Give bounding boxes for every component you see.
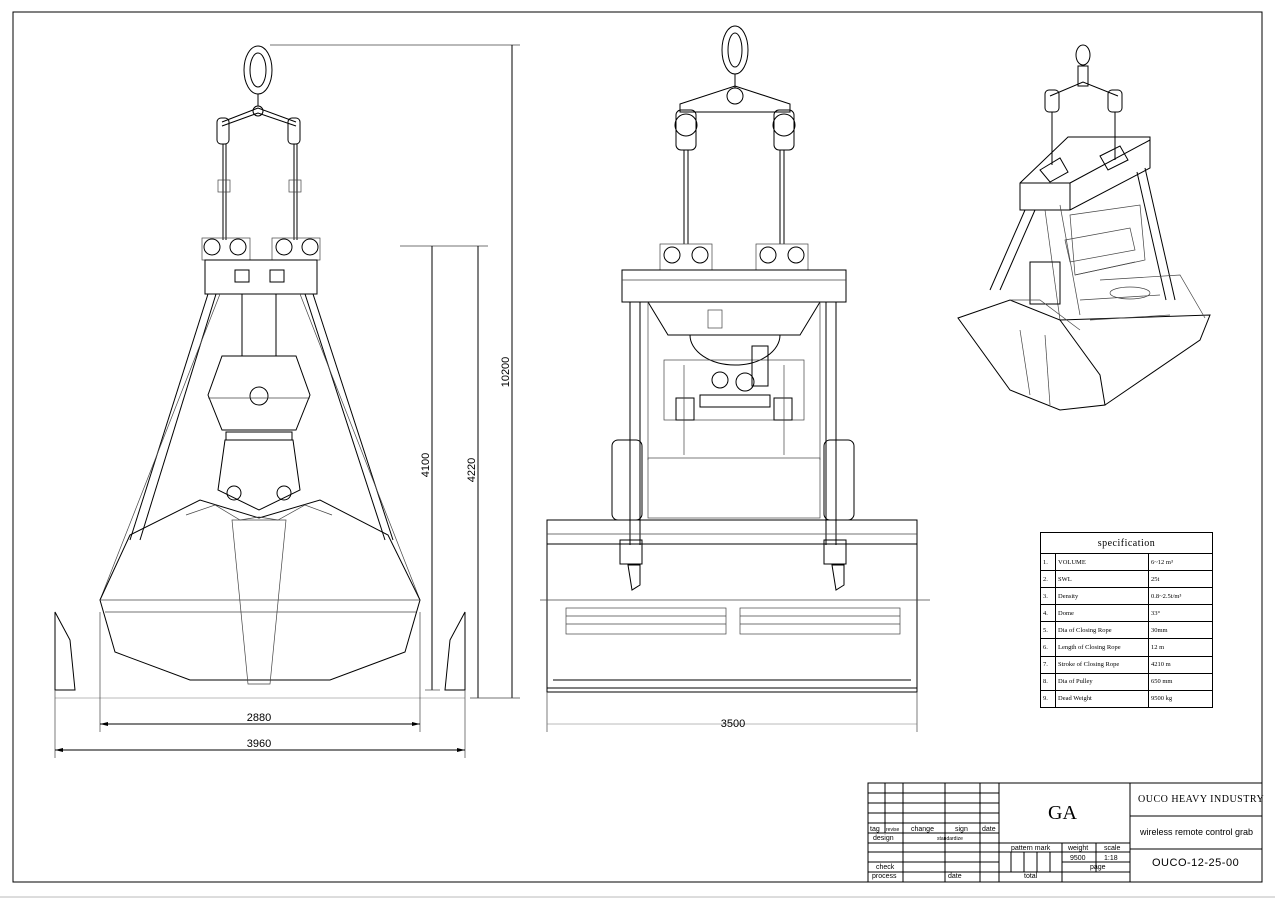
spec-param: Length of Closing Rope — [1055, 638, 1149, 657]
spec-no: 8. — [1040, 672, 1056, 691]
drawing-border — [12, 11, 1263, 883]
front-view — [54, 44, 520, 758]
spec-value: 30mm — [1148, 621, 1213, 640]
tb-weight-label: weight — [1068, 845, 1089, 852]
tb-standardize-label: standardize — [937, 836, 963, 842]
tb-revise-label: revise — [886, 827, 900, 833]
spec-value: 0.8~2.5t/m³ — [1148, 587, 1213, 606]
spec-no: 1. — [1040, 552, 1056, 572]
spec-value: 25t — [1148, 570, 1213, 589]
tb-process-label: process — [872, 873, 897, 880]
tb-date2-label: date — [948, 873, 962, 880]
tb-weight-value: 9500 — [1070, 855, 1086, 862]
tb-pattern-mark-label: pattern mark — [1011, 845, 1051, 852]
dim-height-a: 4100 — [420, 453, 432, 477]
spec-value: 4210 m — [1148, 655, 1213, 674]
isometric-view — [957, 44, 1211, 411]
spec-no: 4. — [1040, 604, 1056, 623]
spec-value: 9500 kg — [1148, 689, 1213, 708]
spec-param: VOLUME — [1055, 552, 1149, 572]
spec-no: 2. — [1040, 570, 1056, 589]
tb-change-label: change — [911, 826, 934, 833]
spec-param: Dead Weight — [1055, 689, 1149, 708]
tb-date-label: date — [982, 826, 996, 833]
spec-value: 650 mm — [1148, 672, 1213, 691]
spec-no: 7. — [1040, 655, 1056, 674]
tb-tag-label: tag — [870, 826, 880, 833]
dim-front-total: 3960 — [247, 738, 271, 750]
tb-company-name: OUCO HEAVY INDUSTRY — [1138, 794, 1265, 805]
spec-param: SWL — [1055, 570, 1149, 589]
tb-design-label: design — [873, 835, 894, 842]
tb-product-name: wireless remote control grab — [1140, 827, 1254, 837]
side-view — [540, 25, 930, 732]
dim-front-span: 2880 — [247, 712, 271, 724]
spec-no: 6. — [1040, 638, 1056, 657]
tb-scale-value: 1:18 — [1104, 855, 1118, 862]
spec-param: Dome — [1055, 604, 1149, 623]
spec-no: 9. — [1040, 689, 1056, 708]
title-block — [867, 782, 1263, 883]
dim-height-b: 4220 — [466, 458, 478, 482]
tb-total-label: total — [1024, 873, 1038, 880]
tb-check-label: check — [876, 864, 895, 871]
spec-param: Dia of Pulley — [1055, 672, 1149, 691]
spec-no: 5. — [1040, 621, 1056, 640]
tb-sign-label: sign — [955, 826, 968, 833]
spec-value: 33° — [1148, 604, 1213, 623]
specification-title: specification — [1040, 532, 1213, 554]
spec-value: 12 m — [1148, 638, 1213, 657]
dim-side-width: 3500 — [721, 718, 745, 730]
tb-page-label: page — [1090, 864, 1106, 871]
tb-scale-label: scale — [1104, 845, 1121, 852]
tb-drawing-type: GA — [1048, 802, 1077, 824]
spec-value: 6~12 m³ — [1148, 552, 1213, 572]
dim-height-overall: 10200 — [500, 357, 512, 388]
spec-param: Stroke of Closing Rope — [1055, 655, 1149, 674]
tb-drawing-number: OUCO-12-25-00 — [1152, 857, 1240, 869]
spec-param: Density — [1055, 587, 1149, 606]
spec-param: Dia of Closing Rope — [1055, 621, 1149, 640]
spec-no: 3. — [1040, 587, 1056, 606]
